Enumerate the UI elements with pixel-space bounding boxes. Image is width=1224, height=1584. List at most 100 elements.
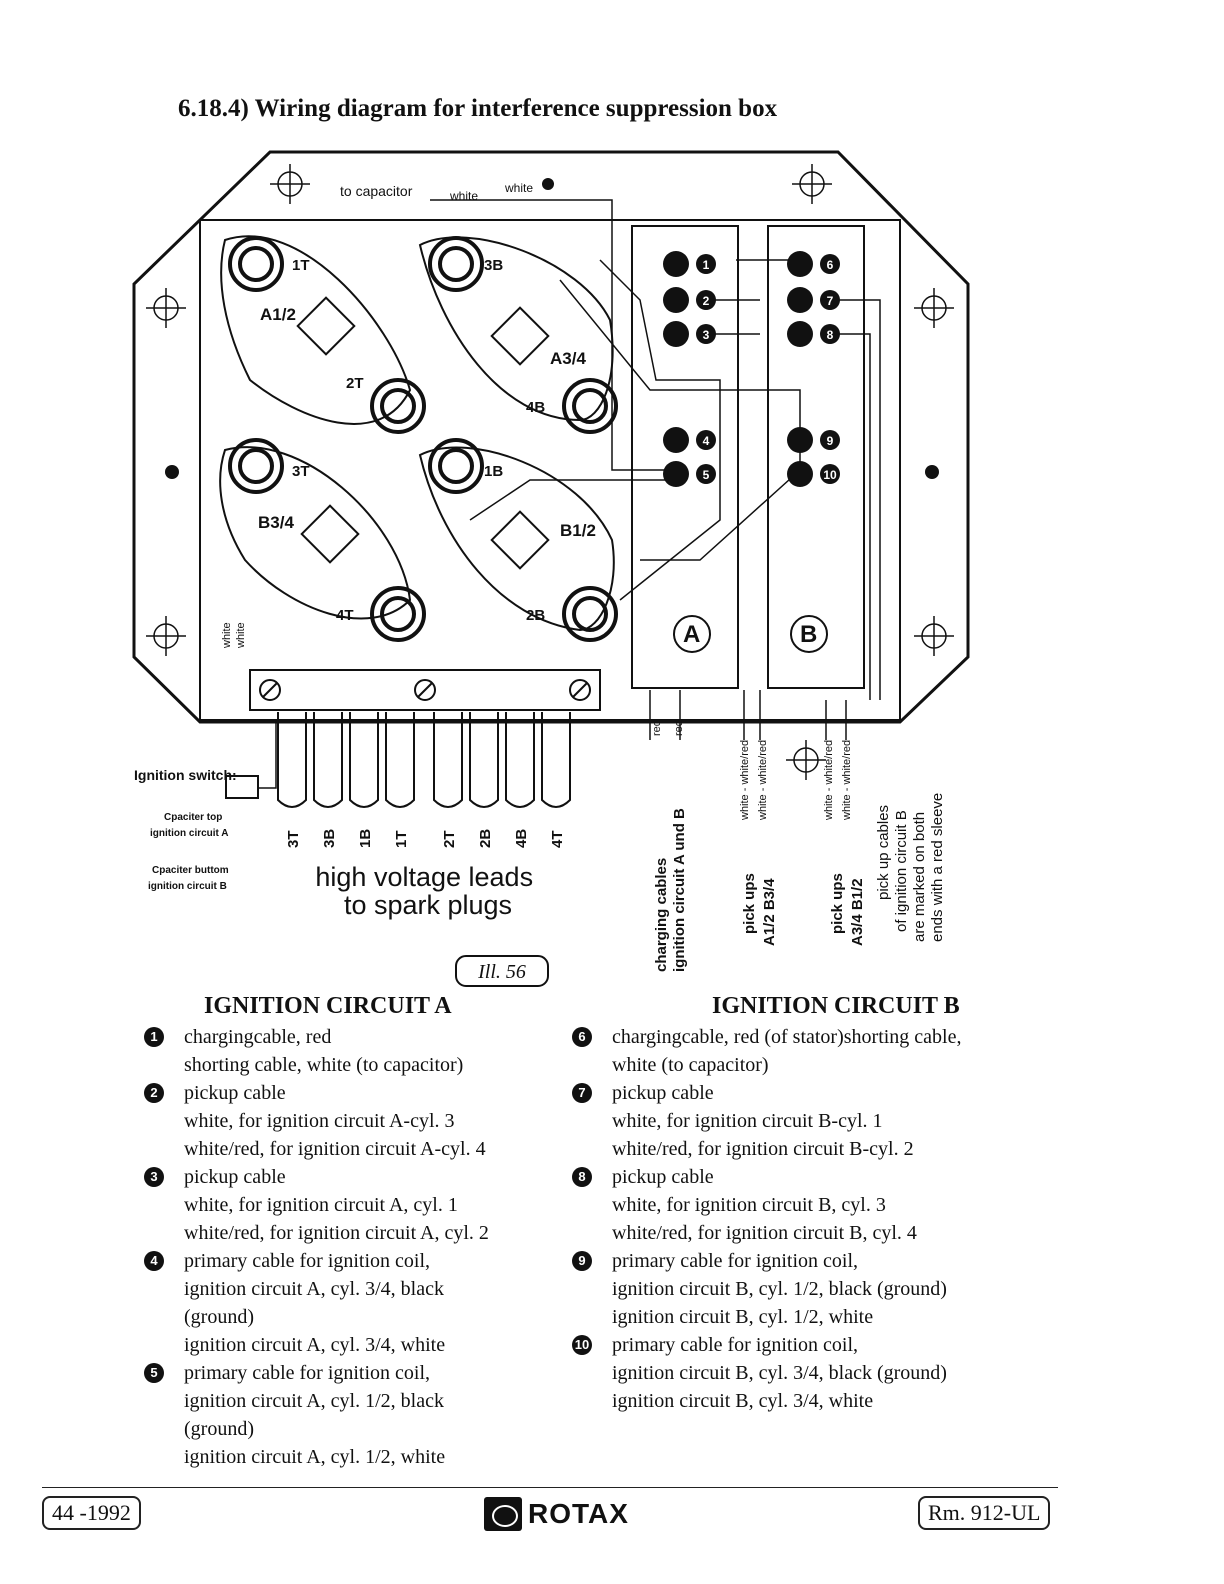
item-line: shorting cable, white (to capacitor) (184, 1054, 464, 1076)
white-red-label: white - white/red (841, 740, 853, 821)
item-line: (ground) (184, 1418, 254, 1440)
item-line: pickup cable (612, 1082, 714, 1104)
item-line: chargingcable, red (of stator)shorting c… (612, 1026, 962, 1048)
terminal-post (663, 287, 689, 313)
item-line: primary cable for ignition coil, (612, 1334, 859, 1356)
item-line: pickup cable (612, 1166, 714, 1188)
circuit-label-b: B (800, 621, 817, 648)
illustration-label: Ill. 56 (477, 961, 526, 983)
item-line: ignition circuit A, cyl. 3/4, black (184, 1278, 444, 1300)
item-line: white, for ignition circuit A-cyl. 3 (184, 1110, 455, 1132)
pickups-b-label: pick ups (829, 873, 846, 934)
circuit-board-b (767, 225, 865, 689)
terminal-post (787, 461, 813, 487)
circuit-b-item: 10 primary cable for ignition coil, igniti… (572, 1331, 947, 1415)
circuit-b-title: IGNITION CIRCUIT B (712, 993, 960, 1019)
item-number-badge: 10 (572, 1335, 592, 1355)
item-line: primary cable for ignition coil, (184, 1362, 431, 1384)
terminal-number-badge (820, 290, 840, 310)
item-line: ignition circuit B, cyl. 1/2, white (612, 1306, 874, 1328)
item-line: ignition circuit B, cyl. 3/4, white (612, 1390, 874, 1412)
left-white-label: white (221, 622, 233, 649)
item-line: primary cable for ignition coil, (184, 1250, 431, 1272)
item-line: white, for ignition circuit A, cyl. 1 (184, 1194, 458, 1216)
item-line: white/red, for ignition circuit B, cyl. … (612, 1222, 917, 1244)
capacitor-top-label: Cpaciter top ignition circuit A (150, 812, 229, 839)
item-number-badge: 5 (144, 1363, 164, 1383)
white-label: white (449, 189, 478, 203)
lead-label: 4B (513, 829, 530, 848)
terminal-post (787, 321, 813, 347)
terminal-post (663, 427, 689, 453)
terminal-number: 2 (703, 294, 710, 308)
pickups-a-label: pick ups (741, 873, 758, 934)
mount-crosshair (146, 164, 954, 780)
terminal-post (663, 461, 689, 487)
circuit-a-item: 4 primary cable for ignition coil, ignitio… (144, 1247, 445, 1359)
terminal-post (787, 287, 813, 313)
item-number-badge: 4 (144, 1251, 164, 1271)
connector-strip (249, 669, 601, 711)
circuit-b-item: 7 pickup cable white, for ignition circuit… (572, 1079, 914, 1163)
terminal-number: 3 (703, 328, 710, 342)
hv-leads-label: high voltage leads to spark plugs (315, 862, 540, 920)
brand-name: ROTAX (528, 1498, 629, 1529)
footer-rule (42, 1487, 1058, 1488)
item-line: white, for ignition circuit B-cyl. 1 (612, 1110, 883, 1132)
terminal-number: 5 (703, 468, 710, 482)
terminal-number-badge (820, 254, 840, 274)
capacitor-bottom-label: Cpaciter buttom ignition circuit B (148, 865, 231, 892)
terminal-number: 6 (827, 258, 834, 272)
pickup-label: A1/2 (260, 305, 296, 324)
illustration-label-box (455, 955, 549, 987)
terminal-number-badge (696, 464, 716, 484)
terminal-number: 7 (827, 294, 834, 308)
lead-label: 3T (285, 830, 302, 848)
terminal-number: 8 (827, 328, 834, 342)
item-number-badge: 7 (572, 1083, 592, 1103)
item-line: white (to capacitor) (612, 1054, 769, 1076)
ignition-switch-label: Ignition switch: (134, 767, 237, 783)
white-red-label: white - white/red (739, 740, 751, 821)
item-line: ignition circuit B, cyl. 3/4, black (gro… (612, 1362, 947, 1384)
item-number-badge: 3 (144, 1167, 164, 1187)
rotax-emblem-icon (484, 1497, 522, 1531)
charging-cables-label: charging cables (653, 858, 670, 972)
red-label: red (651, 720, 663, 736)
terminal-number-badge (696, 254, 716, 274)
item-number-badge: 8 (572, 1167, 592, 1187)
charging-cables-label: ignition circuit A und B (671, 808, 688, 972)
white-red-label: white - white/red (823, 740, 835, 821)
pickup-label: A3/4 (550, 349, 586, 368)
page-number: 44 -1992 (42, 1496, 141, 1530)
terminal-post (787, 427, 813, 453)
pickups-a-label: A1/2 B3/4 (761, 878, 778, 946)
ignition-switch (225, 775, 259, 799)
box-outline (132, 150, 970, 724)
item-line: pickup cable (184, 1082, 286, 1104)
terminal-number: 1 (703, 258, 710, 272)
item-line: ignition circuit A, cyl. 1/2, white (184, 1446, 446, 1468)
terminal-number-badge (696, 430, 716, 450)
pickup-label: B3/4 (258, 513, 294, 532)
lead-label: 3B (321, 829, 338, 848)
brand-logo: ROTAX (484, 1497, 629, 1531)
item-line: white/red, for ignition circuit A-cyl. 4 (184, 1138, 486, 1160)
terminal-post (787, 251, 813, 277)
lead-label: 1B (357, 829, 374, 848)
pickup-note: of ignition circuit B (893, 810, 910, 932)
circuit-a-item: 5 primary cable for ignition coil, ignitio… (144, 1359, 446, 1471)
item-line: white/red, for ignition circuit A, cyl. … (184, 1222, 489, 1244)
left-white-label: white (235, 622, 247, 649)
terminal-number-badge (820, 430, 840, 450)
coil-lobe (220, 235, 412, 425)
pickups-b-label: A3/4 B1/2 (849, 878, 866, 946)
pickup-note: ends with a red sleeve (929, 793, 946, 942)
terminal-post (663, 321, 689, 347)
